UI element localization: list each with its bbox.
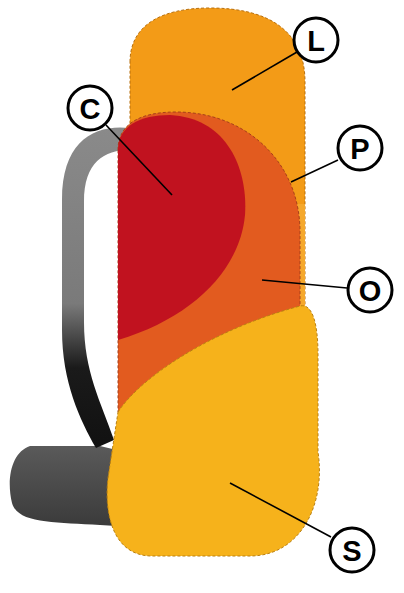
- leader-line: [230, 483, 331, 537]
- callout-letter: L: [296, 21, 336, 61]
- leader-line: [106, 125, 172, 195]
- leader-line: [262, 280, 347, 288]
- zone-s: [107, 306, 319, 556]
- leader-line: [232, 52, 297, 90]
- callout-letter: P: [340, 129, 380, 169]
- callout-circle: [68, 86, 112, 130]
- callout-circle: [338, 126, 382, 170]
- leader-line: [291, 160, 338, 182]
- callout-circle: [294, 18, 338, 62]
- callout-circle: [330, 528, 374, 572]
- callout-circle: [348, 268, 392, 312]
- zone-c: [118, 115, 245, 340]
- callout-letter: O: [350, 271, 390, 311]
- callout-letter: C: [70, 89, 110, 129]
- callout-letter: S: [332, 531, 372, 571]
